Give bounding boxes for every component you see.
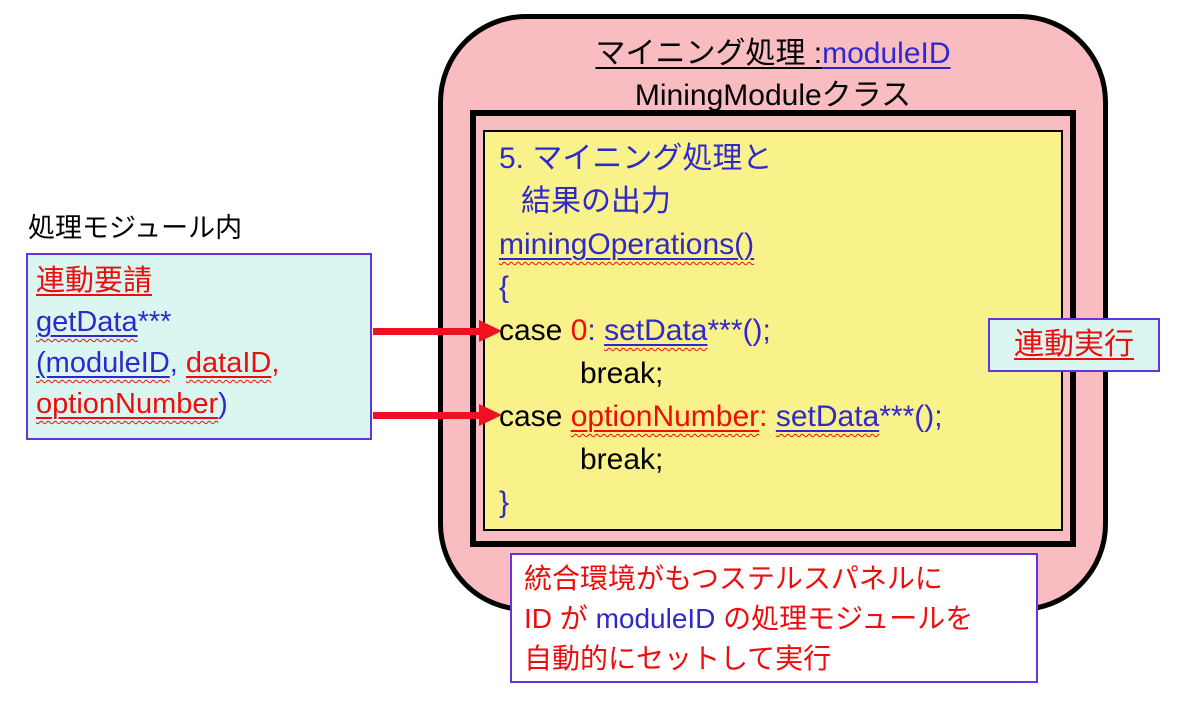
module-class-name: MiningModuleクラス — [634, 79, 912, 112]
paren-close: ) — [218, 388, 228, 420]
code-text: { — [499, 271, 510, 304]
code-text: } — [499, 486, 510, 519]
flow-arrow-top-head — [479, 320, 502, 342]
linkage-request-callout: 連動要請 getData*** (moduleID, dataID, optio… — [26, 253, 372, 440]
request-title-line: 連動要請 — [36, 261, 370, 302]
code-line-case1: case 0: setData***(); — [499, 309, 1061, 352]
flow-arrow-bottom-line — [373, 412, 481, 419]
linkage-execute-label: 連動実行 — [988, 318, 1160, 372]
code-panel: 5. マイニング処理と 結果の出力 miningOperations() { c… — [483, 130, 1063, 531]
code-text: break; — [580, 357, 664, 390]
code-line-fn-decl: miningOperations() — [499, 223, 1061, 266]
arg-dataid: dataID — [185, 347, 272, 379]
request-title: 連動要請 — [36, 265, 153, 297]
arg-optionnumber: optionNumber — [36, 388, 219, 420]
fn-name: setData — [775, 400, 880, 433]
case-value: optionNumber — [570, 400, 760, 433]
module-title-jp: マイニング処理 : — [595, 37, 823, 70]
code-text: 5. マイニング処理と — [499, 142, 773, 175]
code-line-break2: break; — [499, 438, 1061, 481]
comma: , — [271, 347, 280, 379]
code-line-close-brace: } — [499, 481, 1061, 524]
module-context-label: 処理モジュール内 — [28, 213, 243, 243]
code-line-step2: 結果の出力 — [499, 180, 1061, 223]
comma: , — [169, 347, 186, 379]
request-args-line2: optionNumber) — [36, 384, 370, 425]
flow-arrow-bottom-head — [479, 404, 502, 426]
fn-underline: getData — [36, 306, 138, 338]
case-value-underline: optionNumber — [571, 400, 759, 433]
note-line1: 統合環境がもつステルスパネルに — [524, 563, 943, 594]
fn-name: setData — [604, 314, 708, 347]
fn-underline: setData — [604, 314, 707, 347]
fn-suffix: *** — [137, 306, 172, 338]
note-line3: 自動的にセットして実行 — [524, 643, 832, 674]
arg-underline: optionNumber — [36, 388, 218, 420]
code-text: miningOperations() — [499, 228, 755, 261]
stealth-panel-note: 統合環境がもつステルスパネルに ID が moduleID の処理モジュールを … — [510, 553, 1038, 683]
fn-args: ***(); — [879, 400, 943, 433]
module-title: マイニング処理 :moduleID — [438, 28, 1108, 72]
code-line-case2: case optionNumber: setData***(); — [499, 395, 1061, 438]
fn-underline: setData — [776, 400, 879, 433]
code-line-open-brace: { — [499, 266, 1061, 309]
case-colon: : — [759, 400, 776, 433]
exec-label-text: 連動実行 — [1014, 328, 1134, 361]
arg-underline: dataID — [186, 347, 271, 379]
fn-underline: miningOperations() — [499, 228, 754, 261]
request-fn-line: getData*** — [36, 302, 370, 343]
note-line2: ID が moduleID の処理モジュールを — [524, 599, 1036, 639]
case-value: 0 — [570, 314, 588, 347]
arg-moduleid: (moduleID — [36, 347, 170, 379]
note-moduleid: moduleID — [595, 603, 716, 634]
fn-name: getData — [36, 306, 138, 338]
code-line-step1: 5. マイニング処理と — [499, 137, 1061, 180]
fn-args: ***(); — [707, 314, 771, 347]
module-title-moduleid: moduleID — [822, 37, 951, 70]
case-colon: : — [587, 314, 605, 347]
flow-arrow-top-line — [373, 328, 481, 335]
code-text: 結果の出力 — [521, 185, 671, 218]
note-text: ID が — [524, 603, 596, 634]
code-text: break; — [580, 443, 664, 476]
code-line-break1: break; — [499, 352, 1061, 395]
case-keyword: case — [499, 314, 571, 347]
note-text: の処理モジュールを — [715, 603, 974, 634]
request-args-line1: (moduleID, dataID, — [36, 343, 370, 384]
arg-underline: (moduleID — [36, 347, 170, 379]
case-keyword: case — [499, 400, 571, 433]
